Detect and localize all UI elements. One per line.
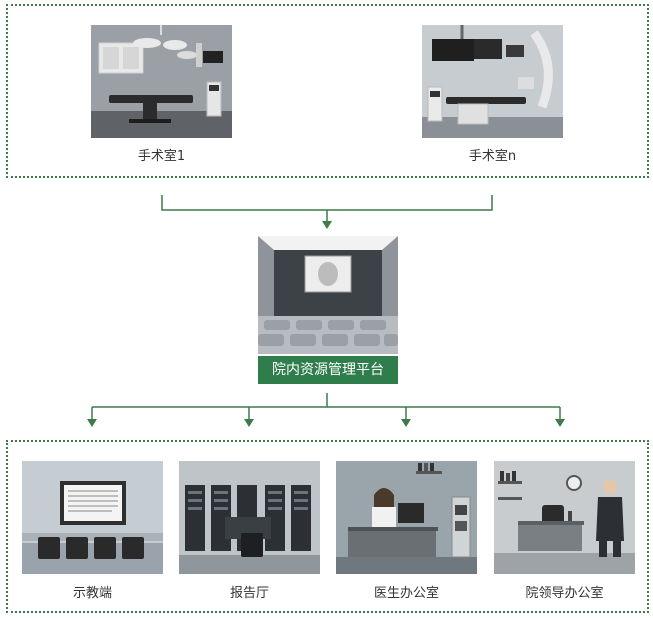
operating-rooms-group <box>6 4 649 178</box>
operating-room-n-label: 手术室n <box>468 149 517 164</box>
lecture-hall-label: 报告厅 <box>229 586 269 601</box>
platform-label: 院内资源管理平台 <box>258 356 398 384</box>
operating-room-1-image <box>91 25 232 138</box>
leadership-office-label: 院领导办公室 <box>525 586 604 601</box>
operating-room-n-image <box>422 25 563 138</box>
doctor-office-image <box>336 461 477 574</box>
doctor-office-label: 医生办公室 <box>373 586 439 601</box>
lecture-hall-image <box>179 461 320 574</box>
teaching-terminal-image <box>22 461 163 574</box>
leadership-office-image <box>494 461 635 574</box>
platform-auditorium-image <box>258 236 398 354</box>
teaching-terminal-label: 示教端 <box>72 586 112 601</box>
terminals-group <box>6 440 649 613</box>
operating-room-1-label: 手术室1 <box>137 149 186 164</box>
